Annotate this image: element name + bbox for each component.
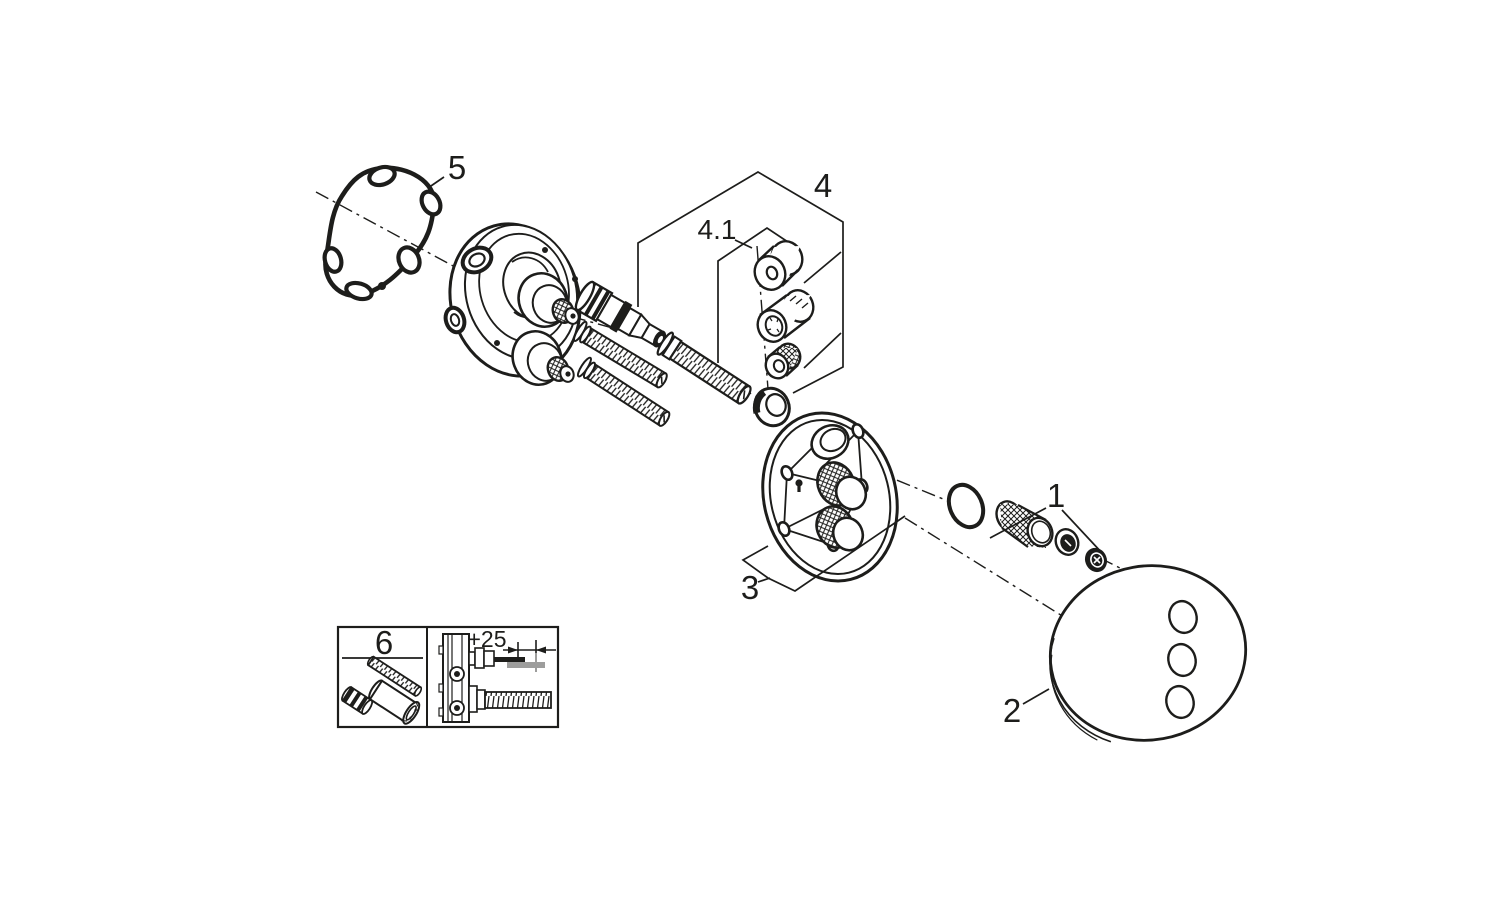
cover-plate-part-2 <box>1048 564 1248 743</box>
plate-lower-knob <box>815 505 865 552</box>
inset-dimension-25: +25 <box>467 626 556 672</box>
spline-adapter-part-4 <box>764 342 802 380</box>
callout-label-4-1: 4.1 <box>698 214 737 245</box>
leader-part-5 <box>427 176 445 189</box>
extension-bobbin-part-4-1 <box>753 240 804 291</box>
rough-in-valve-body <box>443 222 582 386</box>
valve-lower-port <box>511 330 575 386</box>
plate-upper-knob <box>816 461 868 511</box>
valve-upper-port <box>517 272 580 328</box>
threaded-rod-long <box>656 331 752 405</box>
screw-cap-part-1 <box>1084 547 1108 573</box>
callout-label-4: 4 <box>814 167 832 204</box>
gasket-part-5 <box>322 164 443 302</box>
bracket-part-4 <box>637 171 844 394</box>
leader-part-3 <box>757 577 771 583</box>
spline-sleeve-part-4 <box>756 289 815 343</box>
leader-part-2 <box>1022 688 1050 705</box>
inset-extension-sleeve <box>368 679 421 725</box>
mounting-plate-part-3 <box>761 411 899 583</box>
seal-ring <box>752 386 791 428</box>
bracket-part-1-left <box>989 507 1047 539</box>
o-ring-part-1 <box>946 482 986 530</box>
inset-valve-side-view <box>438 633 552 723</box>
threaded-rod-upper <box>573 320 668 389</box>
bracket-part-1-right <box>1061 509 1104 555</box>
callout-label-2: 2 <box>1003 692 1021 729</box>
inset-threaded-rod <box>366 655 423 697</box>
center-axis-lines <box>315 191 1139 623</box>
callout-label-3: 3 <box>741 569 759 606</box>
cartridge <box>574 280 667 348</box>
threaded-rod-lower <box>576 356 671 427</box>
inset-box-part-6: 6 <box>336 624 560 729</box>
dimension-value: +25 <box>467 626 506 652</box>
inset-label-6: 6 <box>375 624 393 661</box>
inset-small-spindle <box>341 686 374 716</box>
callout-label-5: 5 <box>448 149 466 186</box>
callout-label-1: 1 <box>1047 477 1065 514</box>
spacer-disc-part-1 <box>1054 528 1080 556</box>
extension-length-highlight <box>507 662 545 668</box>
